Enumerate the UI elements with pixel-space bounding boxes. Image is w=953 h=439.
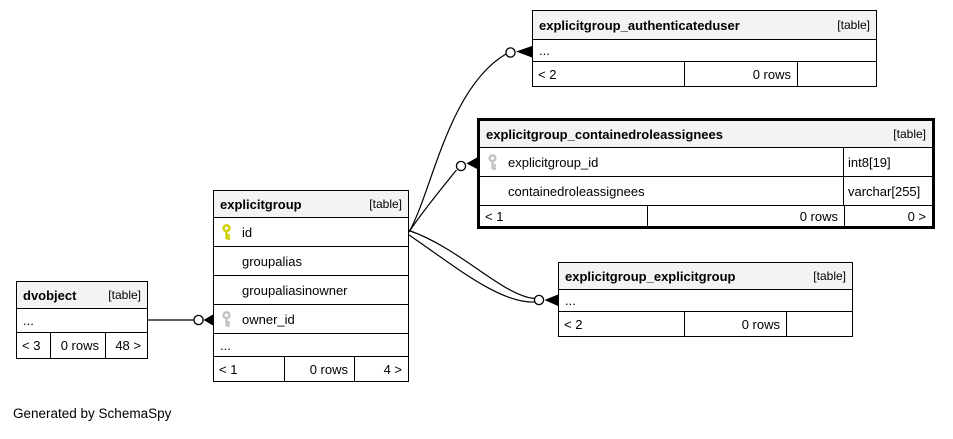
table-footer: < 1 0 rows 4 > (214, 357, 408, 381)
table-tag: [table] (893, 127, 926, 141)
table-name: explicitgroup_explicitgroup (565, 268, 736, 284)
column-name: explicitgroup_id (508, 154, 599, 170)
footer-row-count: 0 rows (51, 333, 106, 358)
table-explicitgroup-authenticateduser[interactable]: explicitgroup_authenticateduser [table] … (532, 10, 877, 87)
table-header: dvobject [table] (17, 282, 147, 309)
table-tag: [table] (369, 197, 402, 211)
edge-explicitgroup-authenticateduser (408, 53, 507, 233)
footer-children-count: < 3 (17, 333, 51, 358)
crows-foot-arrow (516, 46, 532, 58)
table-name: explicitgroup (220, 196, 302, 212)
table-row: ... (214, 334, 408, 357)
foreign-key-icon (222, 311, 231, 327)
table-row: ... (533, 40, 876, 62)
zero-cardinality-marker (505, 47, 516, 58)
column-name: groupaliasinowner (242, 282, 348, 298)
hidden-columns-ellipsis: ... (565, 293, 576, 308)
generated-by-credit: Generated by SchemaSpy (13, 406, 172, 421)
footer-children-count: < 1 (214, 357, 285, 381)
column-name: owner_id (242, 311, 295, 327)
zero-cardinality-marker (193, 314, 204, 326)
edge-explicitgroup-explicitgroup-1 (408, 229, 535, 300)
table-tag: [table] (837, 18, 870, 32)
table-explicitgroup-containedroleassignees[interactable]: explicitgroup_containedroleassignees [ta… (477, 118, 935, 229)
footer-parents-count (787, 312, 852, 336)
footer-row-count: 0 rows (285, 357, 355, 381)
table-footer: < 2 0 rows (559, 312, 852, 336)
zero-cardinality-marker (533, 294, 545, 306)
footer-children-count: < 1 (480, 206, 648, 226)
column-name: groupalias (242, 253, 302, 269)
footer-row-count: 0 rows (685, 62, 798, 86)
table-tag: [table] (813, 269, 846, 283)
footer-row-count: 0 rows (648, 206, 845, 226)
table-footer: < 1 0 rows 0 > (480, 206, 932, 226)
column-type: int8[19] (843, 148, 932, 176)
table-footer: < 3 0 rows 48 > (17, 333, 147, 358)
footer-parents-count (798, 62, 876, 86)
hidden-columns-ellipsis: ... (23, 313, 34, 328)
table-row: ... (17, 309, 147, 333)
hidden-columns-ellipsis: ... (220, 337, 231, 353)
table-row-id: id (214, 218, 408, 247)
crows-foot-arrow (466, 157, 477, 169)
footer-parents-count: 48 > (115, 338, 141, 353)
table-name: explicitgroup_authenticateduser (539, 17, 740, 33)
footer-parents-count: 4 > (383, 361, 402, 377)
table-header: explicitgroup_explicitgroup [table] (559, 263, 852, 290)
table-row-owner-id: owner_id (214, 305, 408, 334)
table-row-explicitgroup-id: explicitgroup_id int8[19] (480, 148, 932, 177)
table-explicitgroup-explicitgroup[interactable]: explicitgroup_explicitgroup [table] ... … (558, 262, 853, 337)
table-footer: < 2 0 rows (533, 62, 876, 86)
crows-foot-arrow (203, 314, 213, 326)
column-name: id (242, 224, 253, 240)
table-dvobject[interactable]: dvobject [table] ... < 3 0 rows 48 > (16, 281, 148, 359)
footer-parents-count: 0 > (907, 208, 926, 224)
zero-cardinality-marker (455, 160, 467, 172)
column-type: varchar[255] (843, 177, 932, 205)
footer-row-count: 0 rows (685, 312, 787, 336)
table-row-groupalias: groupalias (214, 247, 408, 276)
table-name: explicitgroup_containedroleassignees (486, 126, 723, 142)
table-header: explicitgroup [table] (214, 191, 408, 218)
column-name: containedroleassignees (508, 183, 645, 199)
table-row-groupaliasinowner: groupaliasinowner (214, 276, 408, 305)
footer-children-count: < 2 (533, 62, 685, 86)
table-tag: [table] (108, 288, 141, 302)
table-row: ... (559, 290, 852, 312)
table-name: dvobject (23, 287, 77, 303)
edge-explicitgroup-containedroleassignees (408, 169, 457, 233)
footer-children-count: < 2 (559, 312, 685, 336)
edge-explicitgroup-explicitgroup-2 (408, 234, 535, 303)
table-header: explicitgroup_containedroleassignees [ta… (480, 121, 932, 148)
crows-foot-arrow (544, 294, 558, 306)
table-explicitgroup[interactable]: explicitgroup [table] id groupalias grou… (213, 190, 409, 382)
table-header: explicitgroup_authenticateduser [table] (533, 11, 876, 40)
table-row-containedroleassignees: containedroleassignees varchar[255] (480, 177, 932, 206)
foreign-key-icon (488, 154, 497, 170)
hidden-columns-ellipsis: ... (539, 43, 550, 58)
primary-key-icon (222, 224, 231, 240)
